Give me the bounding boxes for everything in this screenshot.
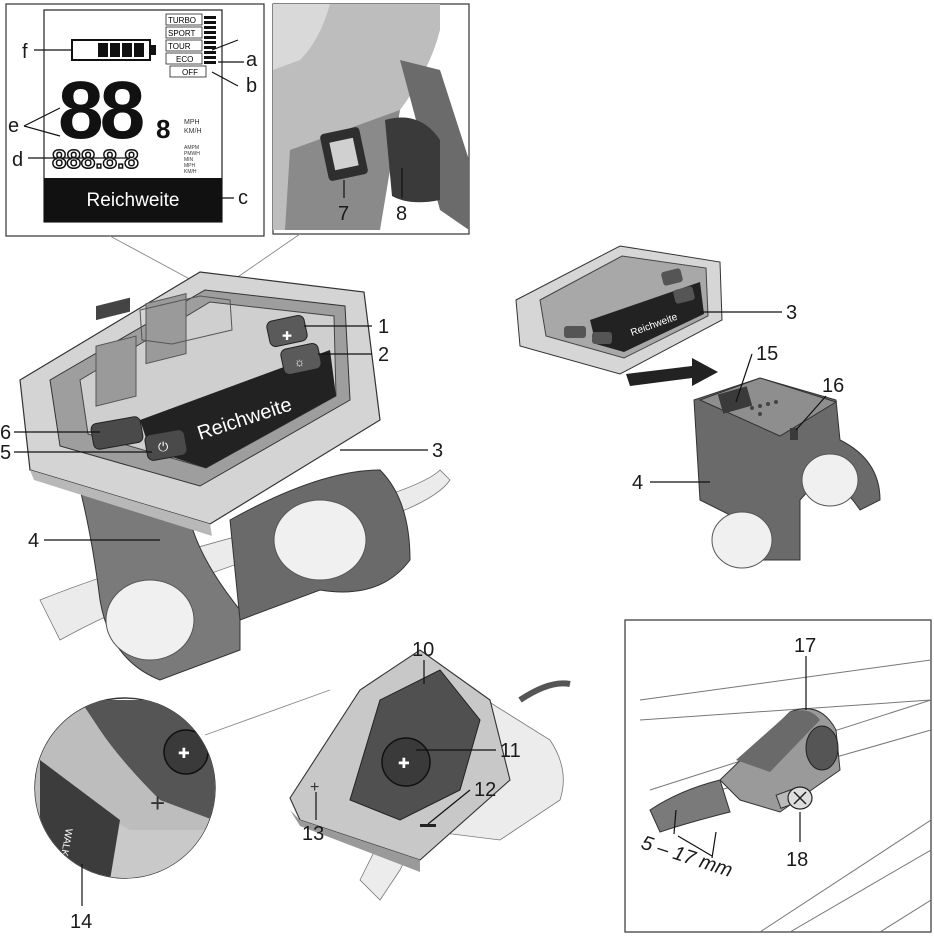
speed-display: 88 xyxy=(58,65,144,156)
lcd-detail-panel: TURBO SPORT TOUR ECO OFF 88 8 MPH xyxy=(5,3,265,237)
callout-13: 13 xyxy=(302,823,324,845)
walk-zoom-plus-symbol-icon: + xyxy=(150,788,165,818)
plus-button[interactable] xyxy=(266,314,309,348)
callout-b: b xyxy=(246,75,257,97)
removal-callout-lines xyxy=(650,311,827,483)
mode-sport: SPORT xyxy=(168,29,196,38)
odometer-unit-2: MIN xyxy=(184,157,194,163)
callout-1: 1 xyxy=(378,316,389,338)
light-button[interactable] xyxy=(280,342,323,376)
callout-8: 8 xyxy=(396,203,407,225)
battery-icon xyxy=(71,39,156,61)
usb-port-detail-panel: 7 8 xyxy=(272,3,470,235)
callout-17: 17 xyxy=(794,635,816,657)
lcd-callout-lines xyxy=(23,39,244,199)
measurement-lines xyxy=(673,809,717,859)
callout-4: 4 xyxy=(28,530,39,552)
remote-callout-lines xyxy=(315,660,496,825)
light-icon: ☼ xyxy=(294,355,305,369)
speed-unit-mph: MPH xyxy=(184,119,200,126)
odometer-display: 888.8.8 xyxy=(52,144,139,174)
remote-minus-button[interactable] xyxy=(420,824,436,827)
callout-12: 12 xyxy=(474,779,496,801)
odometer-unit-4: KM/H xyxy=(184,169,197,175)
remote-control: ✚ + xyxy=(289,649,571,901)
screw-icon xyxy=(775,786,813,810)
mode-eco: ECO xyxy=(176,55,193,64)
power-icon: ⏻ xyxy=(158,439,168,454)
remote-plus-icon: ✚ xyxy=(398,755,410,771)
cable-mount-panel: 5 – 17 mm 17 18 xyxy=(624,619,932,933)
callout-10: 10 xyxy=(412,639,434,661)
walk-zoom-connector xyxy=(204,689,331,736)
removal-arrow-icon xyxy=(626,358,718,386)
callout-3b: 3 xyxy=(786,302,797,324)
computer-callout-lines xyxy=(14,325,428,541)
mode-off: OFF xyxy=(182,68,198,77)
callout-3: 3 xyxy=(432,440,443,462)
mode-tour: TOUR xyxy=(168,42,191,51)
computer-battery-icon xyxy=(96,297,130,321)
power-level-bar xyxy=(204,16,216,64)
power-button[interactable] xyxy=(144,429,188,462)
callout-14: 14 xyxy=(70,911,92,933)
mode-turbo: TURBO xyxy=(168,16,196,25)
remote-cable xyxy=(518,680,571,703)
callout-6: 6 xyxy=(0,422,11,444)
callout-7: 7 xyxy=(338,203,349,225)
odometer-unit-3: MPH xyxy=(184,163,196,169)
plus-icon: ✚ xyxy=(282,329,292,343)
speed-unit-kmh: KM/H xyxy=(184,128,202,135)
callout-c: c xyxy=(238,187,248,209)
callout-16: 16 xyxy=(822,375,844,397)
walk-zoom-circle: ✚ + WALK xyxy=(34,697,216,879)
callout-a: a xyxy=(246,49,258,71)
lcd-info-text: Reichweite xyxy=(87,190,180,211)
callout-5: 5 xyxy=(0,442,11,464)
odometer-unit-0: AMPM xyxy=(184,145,199,151)
usb-cover-icon xyxy=(385,117,440,203)
callout-d: d xyxy=(12,149,23,171)
odometer-unit-1: PMWH xyxy=(184,151,200,157)
walk-zoom-plus-icon: ✚ xyxy=(178,745,190,761)
callout-11: 11 xyxy=(500,740,521,762)
onboard-computer: Reichweite ✚ ☼ ⏻ xyxy=(19,271,451,681)
speed-decimal: 8 xyxy=(156,114,170,144)
walk-button-label: WALK xyxy=(58,827,74,857)
lcd-info-bar xyxy=(44,178,222,222)
callout-15: 15 xyxy=(756,343,778,365)
info-button[interactable] xyxy=(90,416,144,450)
callout-18: 18 xyxy=(786,849,808,871)
assist-mode-list: TURBO SPORT TOUR ECO OFF xyxy=(165,13,207,78)
computer-removal-view: Reichweite xyxy=(515,245,881,569)
callout-4b: 4 xyxy=(632,472,643,494)
callout-2: 2 xyxy=(378,344,389,366)
callout-f: f xyxy=(22,41,28,63)
remote-plus-symbol-icon: + xyxy=(310,779,319,796)
callout-e: e xyxy=(8,115,19,137)
